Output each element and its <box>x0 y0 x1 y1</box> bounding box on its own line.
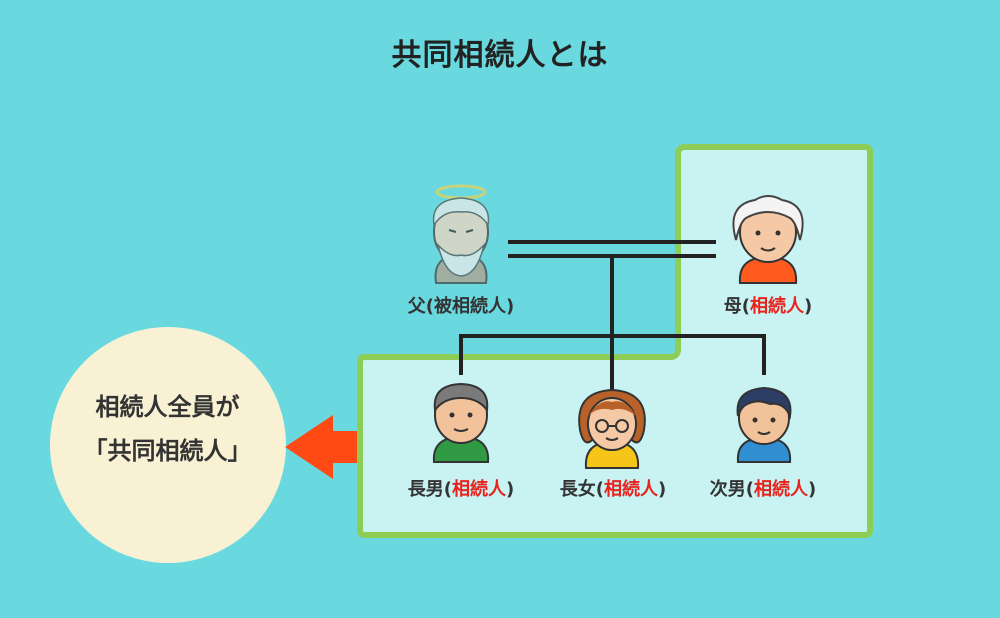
mother-label: 母(相続人) <box>723 296 813 317</box>
eldest-son-label: 長男(相続人) <box>407 479 515 500</box>
callout-line-2: 「共同相続人」 <box>83 437 252 465</box>
callout-circle <box>50 327 286 563</box>
man-green-shirt-icon <box>432 382 490 463</box>
boy-blue-shirt-icon <box>736 386 792 463</box>
elder-woman-icon <box>732 195 804 284</box>
callout-text: 相続人全員が 「共同相続人」 <box>50 385 285 473</box>
deceased-elder-man-with-halo-icon <box>432 184 490 284</box>
second-son-label: 次男(相続人) <box>709 479 817 500</box>
children-connector <box>459 256 766 390</box>
eldest-daughter-label: 長女(相続人) <box>559 479 667 500</box>
woman-glasses-icon <box>578 388 646 469</box>
father-label: 父(被相続人) <box>407 296 515 317</box>
page-title: 共同相続人とは <box>391 38 609 73</box>
callout-line-1: 相続人全員が <box>95 393 240 421</box>
left-arrow-icon <box>285 415 357 479</box>
